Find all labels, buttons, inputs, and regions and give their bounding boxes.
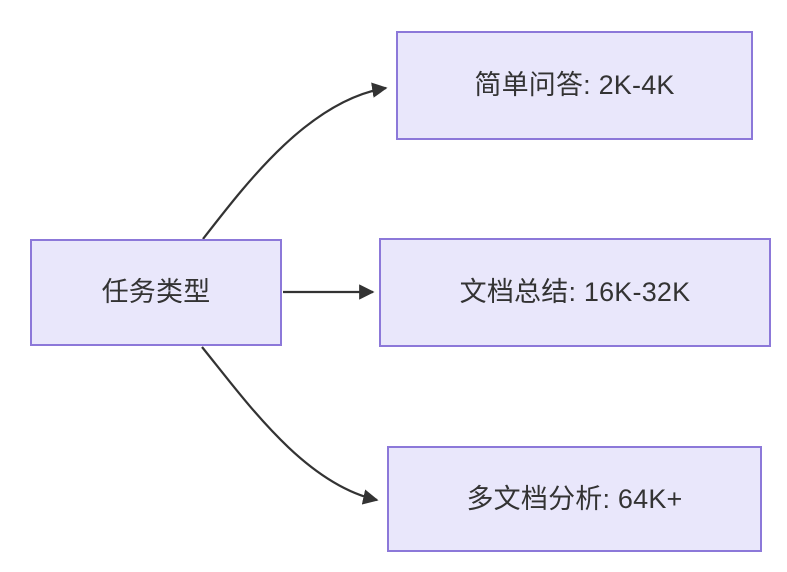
node-document-summary-label: 文档总结: 16K-32K bbox=[459, 277, 691, 308]
edge-root-to-qa bbox=[202, 82, 388, 240]
node-task-type-label: 任务类型 bbox=[101, 277, 211, 308]
node-task-type[interactable]: 任务类型 bbox=[30, 239, 282, 346]
node-simple-qa[interactable]: 简单问答: 2K-4K bbox=[396, 31, 753, 140]
node-multi-document-analysis-label: 多文档分析: 64K+ bbox=[466, 483, 683, 514]
edge-root-to-multi bbox=[201, 346, 379, 505]
node-multi-document-analysis[interactable]: 多文档分析: 64K+ bbox=[387, 446, 762, 552]
node-simple-qa-label: 简单问答: 2K-4K bbox=[474, 70, 675, 101]
node-document-summary[interactable]: 文档总结: 16K-32K bbox=[379, 238, 771, 347]
